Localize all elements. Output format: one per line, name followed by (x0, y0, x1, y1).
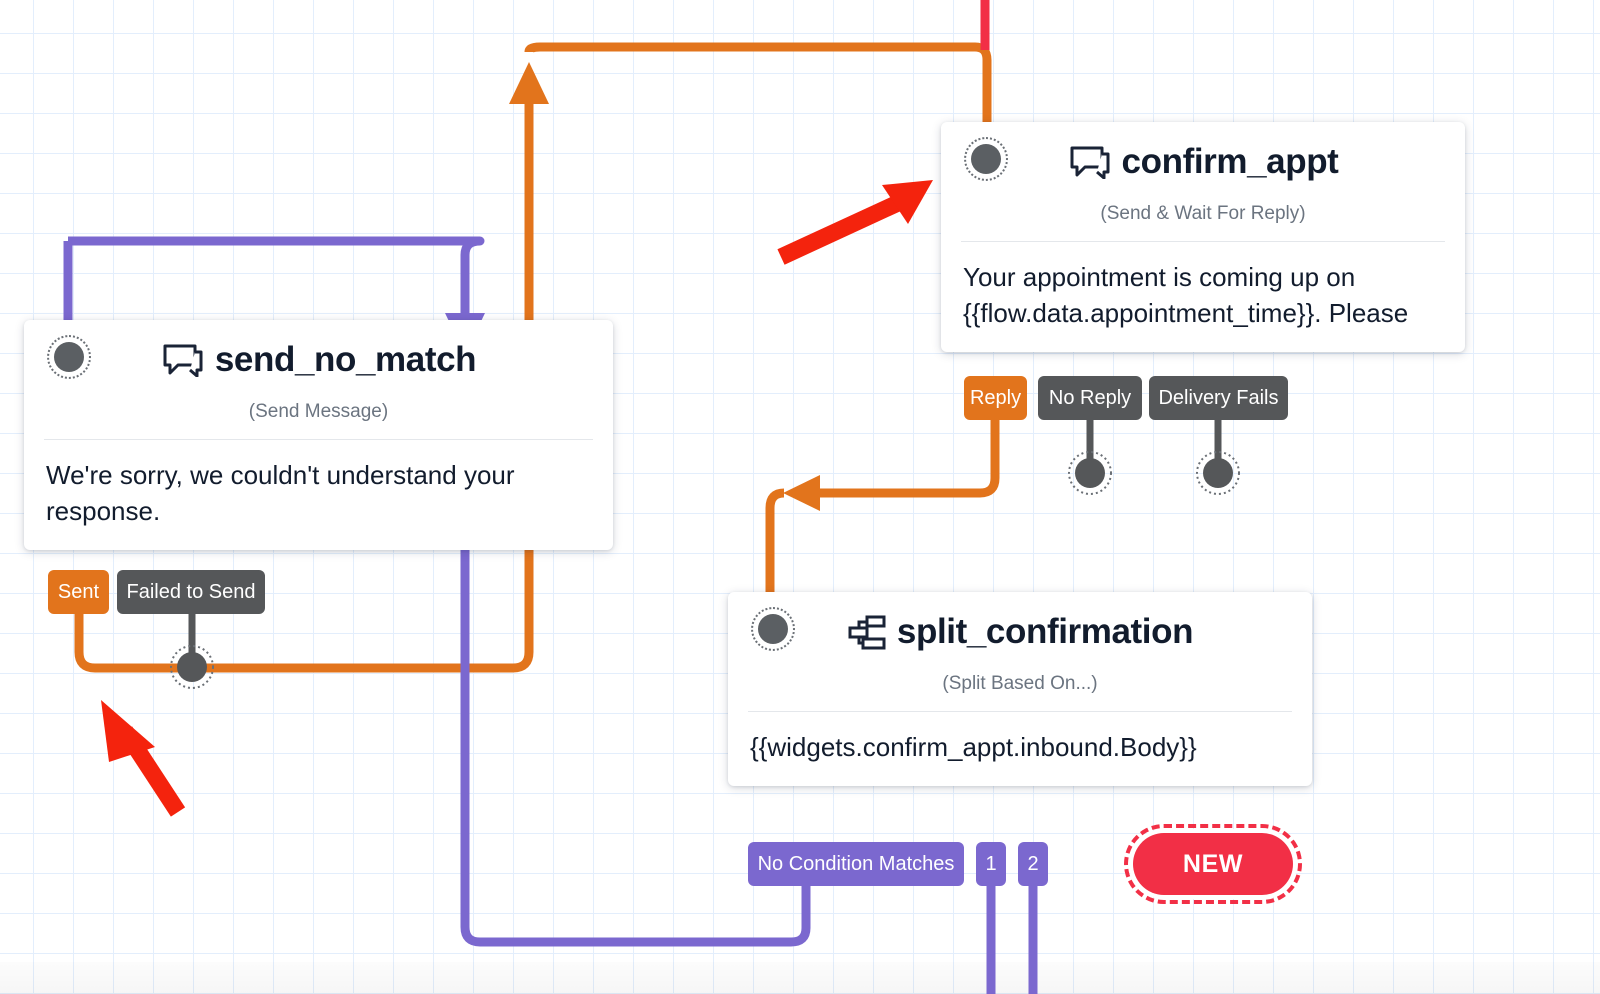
node-title: split_confirmation (896, 612, 1194, 651)
node-type-label: (Send & Wait For Reply) (1100, 202, 1306, 224)
wire-arrowhead-left-orange (783, 475, 820, 511)
node-divider (961, 240, 1445, 242)
wire-arrowhead-up-orange (509, 62, 549, 104)
node-title: send_no_match (214, 340, 477, 379)
wire-endpoint-dot-failed-to-send[interactable] (177, 652, 207, 682)
output-pill-failed-to-send[interactable]: Failed to Send (117, 570, 265, 614)
node-body-text: We're sorry, we couldn't understand your… (46, 459, 515, 526)
wire-endpoint-ring-no-reply (1068, 451, 1112, 495)
node-header: split_confirmation (Split Based On...) (728, 592, 1312, 695)
output-pill-condition-2[interactable]: 2 (1018, 842, 1048, 886)
node-divider (44, 438, 593, 440)
node-input-handle[interactable] (751, 607, 795, 651)
split-branch-icon (847, 614, 887, 650)
node-body-text: {{widgets.confirm_appt.inbound.Body}} (750, 731, 1197, 762)
node-input-handle[interactable] (47, 335, 91, 379)
node-body-text: Your appointment is coming up on {{flow.… (963, 261, 1409, 328)
wire-sent-to-confirm-appt (74, 100, 534, 673)
wire-reply-to-split (810, 420, 1000, 498)
speech-bubbles-icon (161, 343, 205, 378)
node-header: send_no_match (Send Message) (24, 320, 613, 423)
node-send-no-match[interactable]: send_no_match (Send Message) We're sorry… (24, 320, 613, 550)
node-type-label: (Send Message) (248, 400, 389, 422)
speech-bubbles-icon (1068, 145, 1112, 180)
output-pill-no-condition-matches[interactable]: No Condition Matches (748, 842, 964, 886)
wire-sent-top-run (524, 42, 992, 124)
node-header: confirm_appt (Send & Wait For Reply) (941, 122, 1465, 225)
output-pill-delivery-fails[interactable]: Delivery Fails (1149, 376, 1288, 420)
wire-endpoint-ring-failed-to-send (170, 645, 214, 689)
node-input-handle[interactable] (964, 137, 1008, 181)
output-pill-condition-1[interactable]: 1 (976, 842, 1006, 886)
node-title: confirm_appt (1121, 142, 1339, 181)
new-widget-badge[interactable]: NEW (1124, 824, 1302, 904)
wire-endpoint-ring-delivery-fails (1196, 451, 1240, 495)
node-split-confirmation[interactable]: split_confirmation (Split Based On...) {… (728, 592, 1312, 786)
output-pill-sent[interactable]: Sent (48, 570, 109, 614)
wire-endpoint-dot-no-reply[interactable] (1075, 458, 1105, 488)
output-pill-no-reply[interactable]: No Reply (1038, 376, 1142, 420)
wire-endpoint-dot-delivery-fails[interactable] (1203, 458, 1233, 488)
node-divider (748, 710, 1292, 712)
wire-no-condition-to-send-no-match (68, 236, 811, 947)
node-type-label: (Split Based On...) (942, 672, 1098, 694)
wire-reply-drop-into-split (765, 488, 785, 596)
node-confirm-appt[interactable]: confirm_appt (Send & Wait For Reply) You… (941, 122, 1465, 352)
output-pill-reply[interactable]: Reply (964, 376, 1027, 420)
